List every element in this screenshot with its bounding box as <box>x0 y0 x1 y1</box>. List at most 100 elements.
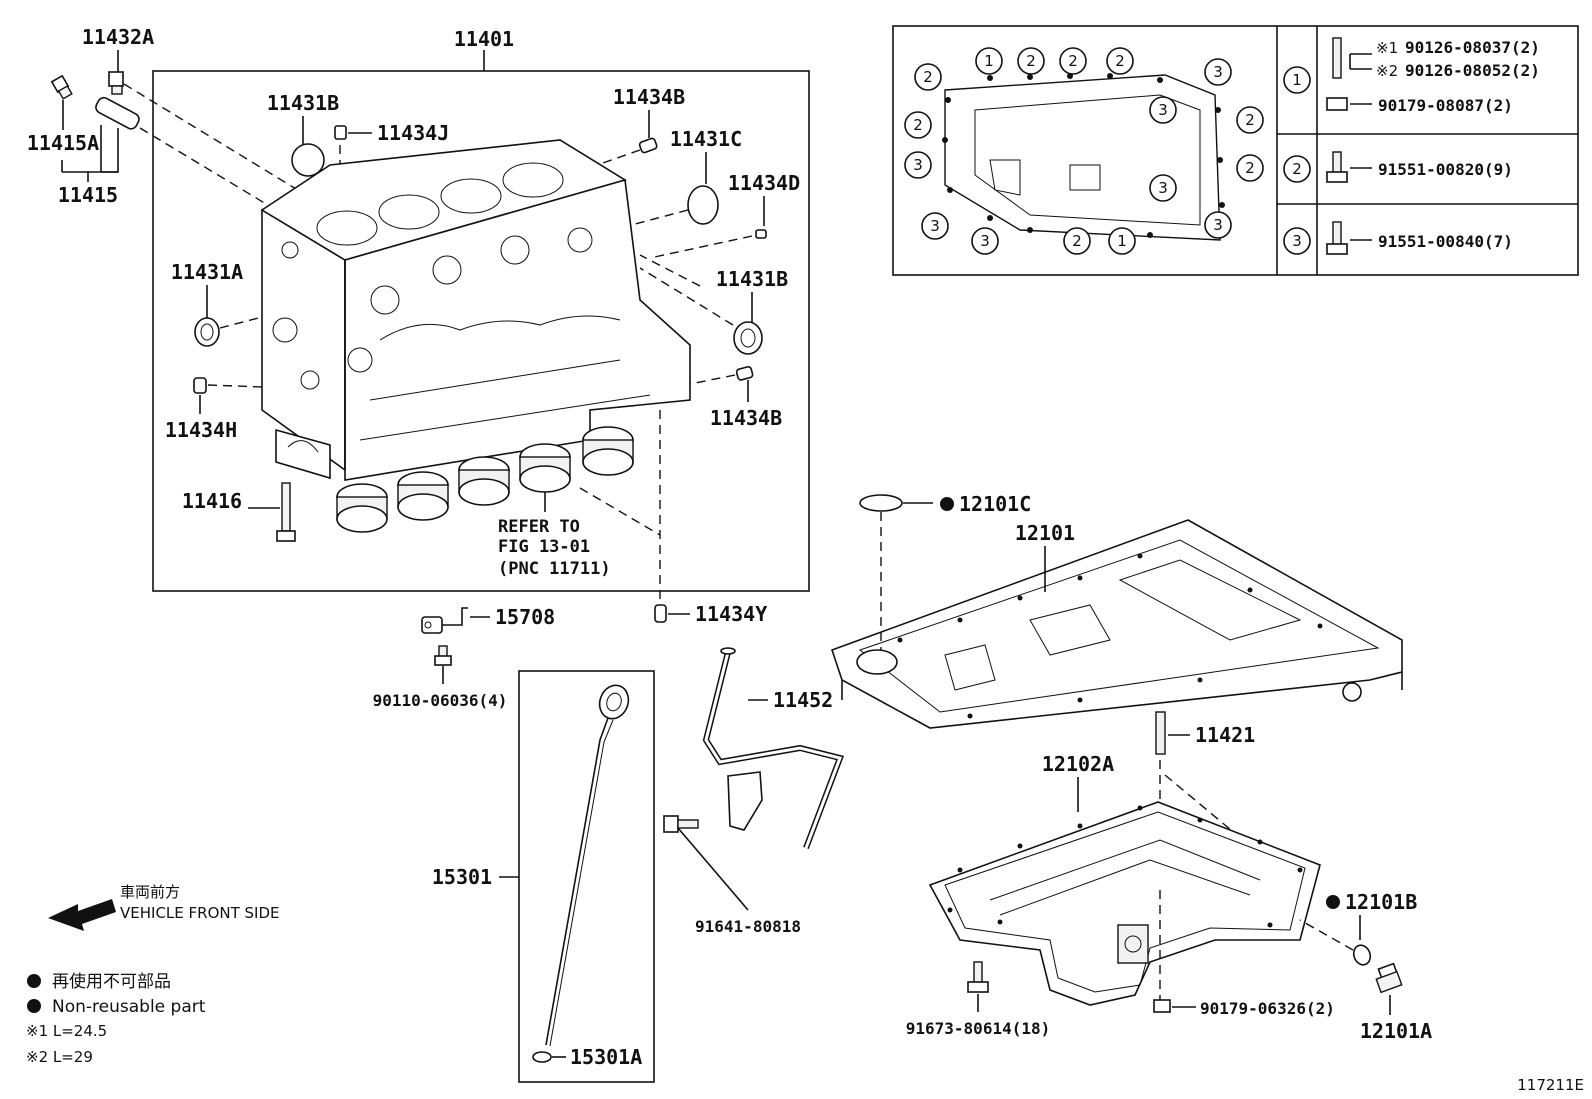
main-bearings <box>336 426 634 533</box>
dipstick-15301 <box>545 684 630 1047</box>
label-11434D: 11434D <box>728 171 800 195</box>
nonreuse-en: Non-reusable part <box>52 997 206 1017</box>
plug-11431B-right <box>733 321 763 355</box>
svg-text:1: 1 <box>1117 232 1127 250</box>
label-11415A: 11415A <box>27 131 99 155</box>
plug-11431A <box>194 317 220 347</box>
svg-text:2: 2 <box>1245 111 1255 129</box>
label-91673: 91673-80614(18) <box>906 1019 1051 1038</box>
svg-text:2: 2 <box>1292 160 1302 178</box>
svg-text:3: 3 <box>1292 232 1302 250</box>
label-11415: 11415 <box>58 183 118 207</box>
plug-11431B-top <box>291 143 325 177</box>
vehicle-front-arrow-icon <box>48 899 116 931</box>
pin-11434B-top <box>638 137 658 154</box>
stud-11421 <box>1155 711 1166 755</box>
svg-text:2: 2 <box>1072 232 1082 250</box>
label-90179-06326: 90179-06326(2) <box>1200 999 1335 1018</box>
bearing-cap <box>275 428 331 480</box>
svg-text:2: 2 <box>1245 159 1255 177</box>
label-11431B-right: 11431B <box>716 267 788 291</box>
svg-text:91551-00840(7): 91551-00840(7) <box>1378 232 1513 251</box>
guide-11452 <box>702 647 844 850</box>
nut-90179-06326 <box>1153 999 1171 1013</box>
pan-callouts: 1 2 2 2 2 3 2 3 3 3 2 2 1 3 3 2 3 <box>904 47 1264 255</box>
svg-text:※2: ※2 <box>1376 62 1398 80</box>
label-11434H: 11434H <box>165 418 237 442</box>
svg-text:3: 3 <box>1158 101 1168 119</box>
svg-text:90126-08037(2): 90126-08037(2) <box>1405 38 1540 57</box>
label-12101A: 12101A <box>1360 1019 1432 1043</box>
svg-text:※1: ※1 <box>1376 39 1398 57</box>
label-11416: 11416 <box>182 489 242 513</box>
plug-12101A <box>1375 962 1403 994</box>
nonreuse-bullet-icon <box>27 974 41 988</box>
svg-text:1: 1 <box>984 52 994 70</box>
front-en: VEHICLE FRONT SIDE <box>120 904 280 922</box>
bolt-90110 <box>434 645 452 666</box>
label-12101B: 12101B <box>1345 890 1417 914</box>
pin-11434J <box>334 125 347 140</box>
label-12102A: 12102A <box>1042 752 1114 776</box>
nut-icon <box>1326 97 1348 111</box>
pin-11434D <box>755 229 767 239</box>
bolt-91673 <box>967 961 989 993</box>
refer-line-3: (PNC 11711) <box>498 559 611 579</box>
svg-text:2: 2 <box>1115 52 1125 70</box>
pin-11434Y <box>654 604 667 623</box>
oil-pan-12102A <box>928 801 1321 1006</box>
svg-text:3: 3 <box>930 217 940 235</box>
gasket-12101C <box>859 494 903 512</box>
svg-text:1: 1 <box>1292 71 1302 89</box>
note-1: ※1 L=24.5 <box>26 1022 107 1040</box>
label-11434B-right: 11434B <box>710 406 782 430</box>
dipstick-box <box>518 670 655 1083</box>
cylinder-block <box>260 139 691 481</box>
svg-text:90179-08087(2): 90179-08087(2) <box>1378 96 1513 115</box>
label-11431A: 11431A <box>171 260 243 284</box>
svg-text:2: 2 <box>913 116 923 134</box>
pin-11434B-right <box>735 365 754 381</box>
label-15301: 15301 <box>432 865 492 889</box>
label-11452: 11452 <box>773 688 833 712</box>
label-11434J: 11434J <box>377 121 449 145</box>
nonreuse-mark-12101C-icon <box>940 497 954 511</box>
svg-text:3: 3 <box>980 232 990 250</box>
svg-text:91551-00820(9): 91551-00820(9) <box>1378 160 1513 179</box>
svg-text:3: 3 <box>1158 179 1168 197</box>
svg-text:3: 3 <box>1213 216 1223 234</box>
plug-11431C <box>687 185 719 225</box>
svg-text:2: 2 <box>1068 52 1078 70</box>
bracket-15708 <box>421 607 468 634</box>
stud-icon <box>1332 37 1342 79</box>
front-jp: 車両前方 <box>120 883 180 901</box>
nonreuse-bullet-icon <box>27 999 41 1013</box>
svg-text:3: 3 <box>913 156 923 174</box>
label-91641: 91641-80818 <box>695 917 801 936</box>
union-11415A <box>50 74 73 100</box>
label-11401: 11401 <box>454 27 514 51</box>
label-15301A: 15301A <box>570 1045 642 1069</box>
refer-line-1: REFER TO <box>498 517 580 537</box>
label-12101C: 12101C <box>959 492 1031 516</box>
bolt-panel <box>892 25 1579 276</box>
pin-11434H <box>193 377 207 394</box>
label-11431B-top: 11431B <box>267 91 339 115</box>
union-11432A <box>108 71 124 95</box>
label-11421: 11421 <box>1195 723 1255 747</box>
pan-outline-map <box>942 73 1225 241</box>
label-90110: 90110-06036(4) <box>373 691 508 710</box>
label-11434Y: 11434Y <box>695 602 767 626</box>
label-11431C: 11431C <box>670 127 742 151</box>
nonreuse-mark-12101B-icon <box>1326 895 1340 909</box>
bolt-11416 <box>276 482 296 542</box>
nonreuse-jp: 再使用不可部品 <box>52 971 171 992</box>
block-frame <box>152 70 810 592</box>
bolt-91641 <box>663 815 699 833</box>
svg-text:2: 2 <box>923 68 933 86</box>
bolt-table: 1 ※1 90126-08037(2) ※2 90126-08052(2) 90… <box>1283 37 1540 255</box>
bolt-icon <box>1332 221 1342 247</box>
figure-code: 117211E <box>1517 1076 1584 1094</box>
oil-pan-12101 <box>830 519 1403 729</box>
